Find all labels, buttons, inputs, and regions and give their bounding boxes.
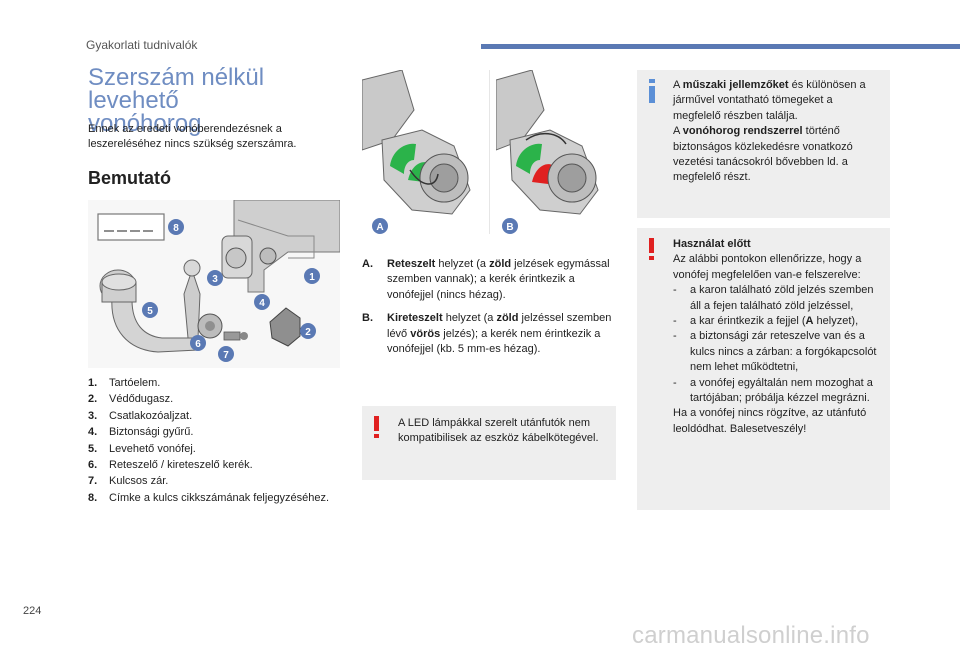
position-a: A. Reteszelt helyzet (a zöld jelzések eg… — [362, 258, 610, 301]
figure-b-badge: B — [502, 218, 518, 234]
svg-text:3: 3 — [212, 274, 218, 285]
before-use-outro: Ha a vonófej nincs rögzítve, az utánfutó… — [673, 407, 867, 435]
callout-badge-5: 5 — [142, 302, 158, 318]
position-b: B. Kireteszelt helyzet (a zöld jelzéssel… — [362, 312, 612, 356]
figure-a-locked: A — [362, 70, 490, 234]
info-icon — [649, 79, 655, 103]
svg-text:A: A — [376, 222, 383, 233]
parts-list: 1.Tartóelem. 2.Védődugasz. 3.Csatlakozóa… — [88, 376, 348, 507]
callout-badge-8: 8 — [168, 219, 184, 235]
list-item: -a biztonsági zár reteszelve van és a ku… — [673, 330, 877, 374]
before-use-title: Használat előtt — [673, 238, 751, 250]
page-title: Szerszám nélkül levehető vonóhorog — [88, 64, 348, 137]
svg-text:4: 4 — [259, 298, 265, 309]
page-title-line-2: vonóhorog — [88, 110, 202, 137]
warning-box-before-use: Használat előtt Az alábbi pontokon ellen… — [637, 228, 890, 510]
callout-badge-4: 4 — [254, 294, 270, 310]
intro-text: Ennek az eredeti vonóberendezésnek a les… — [88, 123, 297, 150]
callout-badge-7: 7 — [218, 346, 234, 362]
callout-badge-3: 3 — [207, 270, 223, 286]
svg-text:7: 7 — [223, 350, 229, 361]
list-item: 6.Reteszelő / kireteszelő kerék. — [88, 459, 253, 472]
svg-text:8: 8 — [173, 223, 179, 234]
page-title-line-1: Szerszám nélkül levehető — [88, 64, 265, 114]
subheading: Bemutató — [88, 168, 172, 188]
list-item: 2.Védődugasz. — [88, 393, 174, 406]
svg-text:2: 2 — [305, 327, 311, 338]
info-paragraph-2: A vonóhorog rendszerrel történő biztonsá… — [673, 125, 853, 184]
warning-icon — [374, 416, 379, 438]
callout-badge-2: 2 — [300, 323, 316, 339]
list-item: 4.Biztonsági gyűrű. — [88, 426, 194, 439]
figure-a-badge: A — [372, 218, 388, 234]
callout-badge-6: 6 — [190, 335, 206, 351]
figure-b-unlocked: B — [496, 70, 599, 234]
svg-text:5: 5 — [147, 306, 153, 317]
warning-box-led: A LED lámpákkal szerelt utánfutók nem ko… — [362, 406, 616, 480]
label-plate — [97, 213, 165, 241]
list-item: 8.Címke a kulcs cikkszámának feljegyzésé… — [88, 491, 330, 504]
list-item: 7.Kulcsos zár. — [88, 475, 169, 488]
list-item: 1.Tartóelem. — [88, 377, 161, 389]
svg-text:1: 1 — [309, 272, 315, 283]
list-item: -a vonófej egyáltalán nem mozoghat a tar… — [673, 376, 873, 405]
list-item: 3.Csatlakozóaljzat. — [88, 409, 193, 422]
page-number: 224 — [23, 605, 42, 617]
svg-text:6: 6 — [195, 339, 201, 350]
warning-icon — [649, 238, 654, 260]
list-item: 5.Levehető vonófej. — [88, 442, 196, 455]
list-item: -a kar érintkezik a fejjel (A helyzet), — [673, 315, 859, 328]
callout-badge-1: 1 — [304, 268, 320, 284]
svg-text:B: B — [506, 222, 513, 233]
position-descriptions: A. Reteszelt helyzet (a zöld jelzések eg… — [362, 257, 620, 365]
list-item: -a karon található zöld jelzés szemben á… — [673, 284, 874, 312]
header-accent-bar — [481, 44, 960, 49]
info-box: A műszaki jellemzőket és különösen a jár… — [637, 70, 890, 218]
green-marker — [516, 143, 542, 174]
section-header: Gyakorlati tudnivalók — [86, 38, 198, 52]
watermark: carmanualsonline.info — [632, 622, 870, 649]
warning-text: A LED lámpákkal szerelt utánfutók nem ko… — [398, 417, 599, 445]
green-marker — [390, 143, 416, 174]
before-use-intro: Az alábbi pontokon ellenőrizze, hogy a v… — [673, 253, 862, 281]
info-paragraph-1: A műszaki jellemzőket és különösen a jár… — [673, 79, 866, 122]
towbar-parts-illustration: 8 3 1 4 5 2 6 7 — [88, 200, 340, 368]
